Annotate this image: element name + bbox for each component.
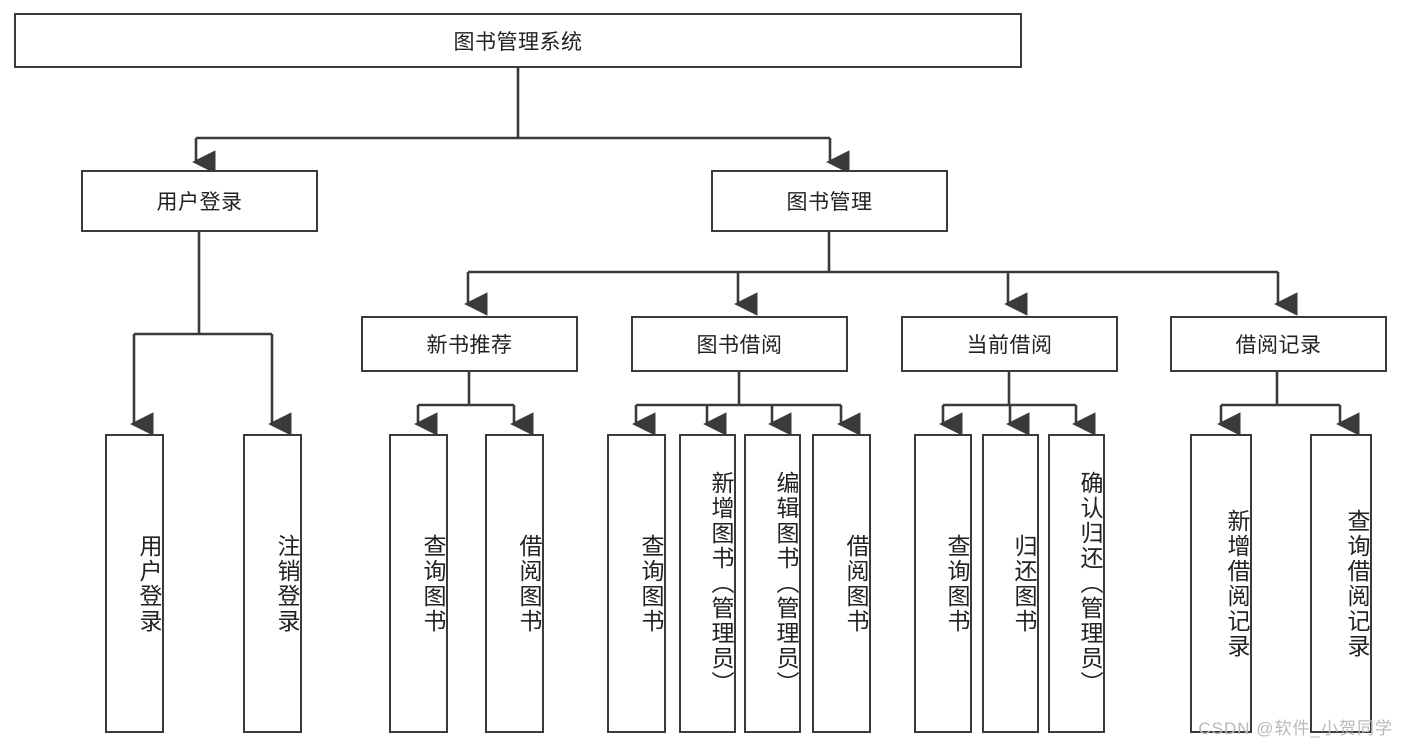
node-current-borrow-label: 当前借阅 xyxy=(966,334,1053,357)
node-book-borrow-label: 图书借阅 xyxy=(696,334,783,357)
node-leaf-borrow-book-1-label: 借阅图书 xyxy=(516,533,542,634)
node-leaf-query-book-2[interactable]: 查询图书 xyxy=(607,434,666,733)
node-new-book-rec-label: 新书推荐 xyxy=(426,334,513,357)
node-leaf-user-login-label: 用户登录 xyxy=(136,533,162,634)
node-root[interactable]: 图书管理系统 xyxy=(14,13,1022,68)
node-leaf-borrow-book-1[interactable]: 借阅图书 xyxy=(485,434,544,733)
node-leaf-query-book-3[interactable]: 查询图书 xyxy=(914,434,972,733)
node-leaf-borrow-book-2-label: 借阅图书 xyxy=(843,533,869,634)
node-leaf-confirm-return[interactable]: 确认归还（管理员） xyxy=(1048,434,1105,733)
node-new-book-rec[interactable]: 新书推荐 xyxy=(361,316,578,372)
node-user-login[interactable]: 用户登录 xyxy=(81,170,318,232)
node-book-manage-label: 图书管理 xyxy=(786,191,873,214)
node-leaf-return-book-label: 归还图书 xyxy=(1011,533,1037,634)
node-leaf-user-login[interactable]: 用户登录 xyxy=(105,434,164,733)
node-leaf-query-book-2-label: 查询图书 xyxy=(638,533,664,634)
node-borrow-record-label: 借阅记录 xyxy=(1235,334,1322,357)
node-leaf-query-book-1-label: 查询图书 xyxy=(420,533,446,634)
node-leaf-add-book[interactable]: 新增图书（管理员） xyxy=(679,434,736,733)
node-leaf-logout-label: 注销登录 xyxy=(274,533,300,634)
node-current-borrow[interactable]: 当前借阅 xyxy=(901,316,1118,372)
node-leaf-confirm-return-label: 确认归还（管理员） xyxy=(1077,471,1103,696)
node-root-label: 图书管理系统 xyxy=(453,30,583,54)
node-leaf-logout[interactable]: 注销登录 xyxy=(243,434,302,733)
node-leaf-query-book-1[interactable]: 查询图书 xyxy=(389,434,448,733)
node-book-manage[interactable]: 图书管理 xyxy=(711,170,948,232)
node-leaf-query-record-label: 查询借阅记录 xyxy=(1344,508,1370,659)
node-leaf-query-record[interactable]: 查询借阅记录 xyxy=(1310,434,1372,733)
node-leaf-return-book[interactable]: 归还图书 xyxy=(982,434,1039,733)
node-leaf-add-record[interactable]: 新增借阅记录 xyxy=(1190,434,1252,733)
node-leaf-add-book-label: 新增图书（管理员） xyxy=(708,471,734,696)
watermark: CSDN @软件_小贺同学 xyxy=(1198,719,1393,738)
node-borrow-record[interactable]: 借阅记录 xyxy=(1170,316,1387,372)
node-leaf-query-book-3-label: 查询图书 xyxy=(944,533,970,634)
node-leaf-edit-book[interactable]: 编辑图书（管理员） xyxy=(744,434,801,733)
node-leaf-edit-book-label: 编辑图书（管理员） xyxy=(773,471,799,696)
node-leaf-borrow-book-2[interactable]: 借阅图书 xyxy=(812,434,871,733)
node-book-borrow[interactable]: 图书借阅 xyxy=(631,316,848,372)
node-leaf-add-record-label: 新增借阅记录 xyxy=(1224,508,1250,659)
node-user-login-label: 用户登录 xyxy=(156,191,243,214)
